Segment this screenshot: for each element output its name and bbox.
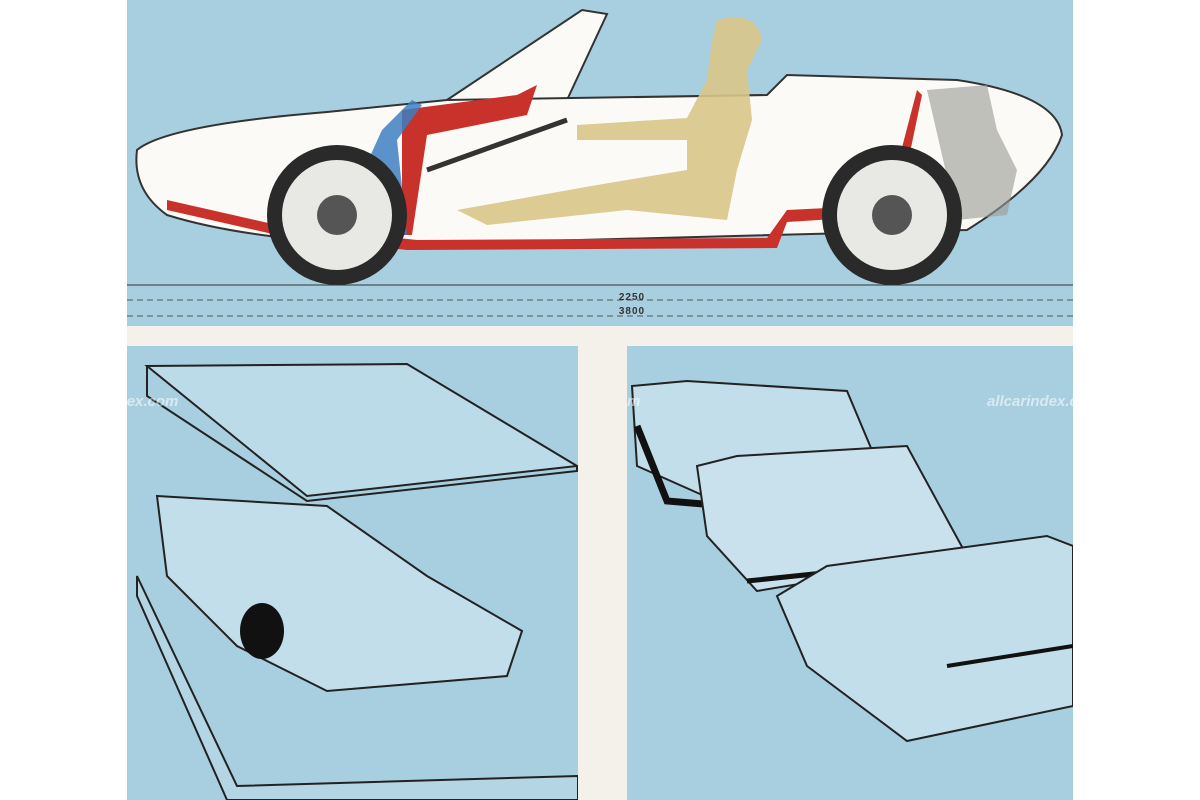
roof-and-tub-drawing [136, 362, 578, 800]
rear-wheel [822, 145, 962, 285]
car-side-view [127, 8, 1073, 317]
windscreen [443, 8, 609, 101]
steering-column [426, 117, 568, 173]
wheel-arch [240, 603, 284, 659]
tub-sections-drawing [630, 379, 1073, 743]
side-view-panel: 2250 3800 [127, 0, 1073, 326]
body-tub [155, 494, 524, 693]
watermark-right: allcarindex.com [987, 393, 1073, 410]
floor-pan [136, 575, 578, 800]
driver-silhouette [457, 17, 762, 225]
front-section [775, 534, 1073, 743]
wheelbase-dimension: 2250 [618, 292, 646, 303]
length-dimension: 3800 [618, 306, 646, 317]
watermark: allcarindex.com [127, 393, 179, 410]
body-tub-exploded-view-left: allcarindex.com [127, 346, 578, 800]
watermark-center: allcarindex.com [627, 393, 641, 410]
front-wheel [267, 145, 407, 285]
front-structure [402, 85, 537, 235]
hardtop-panel [144, 362, 578, 498]
body-tub-exploded-view-right: allcarindex.com allcarindex.com [627, 346, 1073, 800]
